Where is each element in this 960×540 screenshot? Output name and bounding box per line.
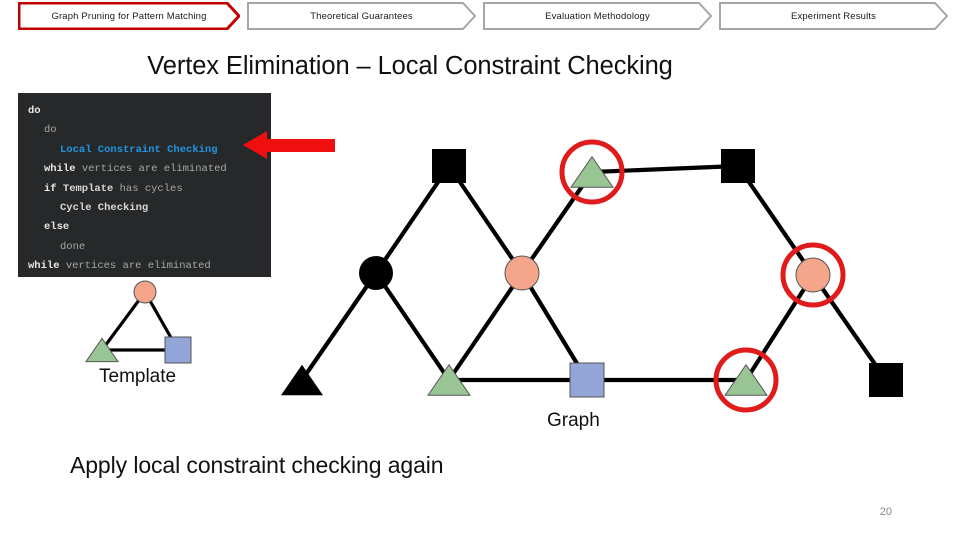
node-triangle (427, 363, 471, 396)
node-circle (359, 256, 393, 290)
code-token: do (28, 105, 41, 117)
code-line-6: Cycle Checking (18, 199, 271, 218)
marked-node-annotation (559, 139, 625, 205)
graph-caption: Graph (547, 410, 600, 431)
template-caption: Template (99, 366, 177, 387)
tab-shape (247, 2, 476, 30)
node-triangle (724, 363, 768, 396)
tab-label: Theoretical Guarantees (310, 10, 413, 22)
tab-shape (719, 2, 948, 30)
tab-4[interactable]: Experiment Results (719, 2, 948, 30)
node-circle (133, 280, 157, 304)
code-token: Template (62, 182, 120, 195)
code-token: vertices are eliminated (81, 163, 227, 176)
node-square (432, 149, 466, 183)
node-square (869, 363, 903, 397)
graph-edge (374, 271, 451, 382)
node-circle (504, 255, 540, 291)
code-token: has cycles (119, 182, 183, 195)
tab-bar: Graph Pruning for Pattern Matching Theore… (0, 2, 960, 32)
graph-edge (744, 273, 815, 382)
code-line-5: if Template has cycles (18, 180, 271, 199)
node-triangle (281, 364, 323, 396)
code-token: while (44, 163, 82, 176)
code-line-1: do (18, 102, 271, 121)
tab-2[interactable]: Theoretical Guarantees (247, 2, 476, 30)
graph-edge (447, 164, 524, 275)
graph-edge (300, 271, 378, 382)
code-token: done (60, 240, 86, 253)
node-square (569, 362, 605, 398)
main-graph (270, 138, 960, 428)
red-arrow-annotation (243, 129, 335, 161)
node-triangle (570, 155, 614, 188)
tab-3[interactable]: Evaluation Methodology (483, 2, 712, 30)
nodes-layer (85, 280, 192, 364)
code-line-3: Local Constraint Checking (18, 141, 271, 160)
code-token: while (28, 260, 66, 273)
node-square (721, 149, 755, 183)
code-token: Cycle Checking (60, 202, 149, 215)
code-line-4: while vertices are eliminated (18, 160, 271, 179)
node-triangle (85, 337, 119, 363)
nodes-layer (281, 139, 903, 413)
code-line-9: while vertices are eliminated (18, 257, 271, 276)
tab-label: Experiment Results (790, 10, 877, 22)
code-line-7: else (18, 218, 271, 237)
edges-layer (300, 163, 888, 383)
graph-edge (520, 271, 589, 382)
marked-node-annotation (713, 347, 779, 413)
node-circle (795, 257, 831, 293)
bottom-note: Apply local constraint checking again (70, 452, 444, 478)
arrow-left-icon (243, 131, 335, 159)
tab-label: Graph Pruning for Pattern Matching (51, 10, 207, 22)
graph-edge (100, 291, 147, 351)
code-token: else (44, 221, 70, 234)
code-token: if (44, 182, 63, 195)
graph-edge (736, 164, 815, 277)
code-token: vertices are eliminated (65, 260, 211, 273)
graph-edge (520, 170, 594, 275)
code-token: Local Constraint Checking (60, 143, 218, 156)
graph-edge (447, 271, 524, 382)
marked-node-annotation (780, 242, 846, 308)
tab-shape (483, 2, 712, 30)
code-line-8: done (18, 238, 271, 257)
graph-edge (811, 273, 888, 382)
page-number: 20 (879, 506, 892, 518)
node-square (164, 336, 192, 364)
tab-1[interactable]: Graph Pruning for Pattern Matching (18, 2, 240, 30)
tab-shape (18, 2, 240, 30)
page-title: Vertex Elimination – Local Constraint Ch… (147, 52, 673, 80)
graph-edge (374, 164, 451, 275)
tab-label: Evaluation Methodology (545, 10, 650, 22)
code-token: do (44, 124, 57, 137)
graph-edge (591, 163, 739, 175)
code-line-2: do (18, 121, 271, 140)
template-graph (60, 272, 250, 402)
